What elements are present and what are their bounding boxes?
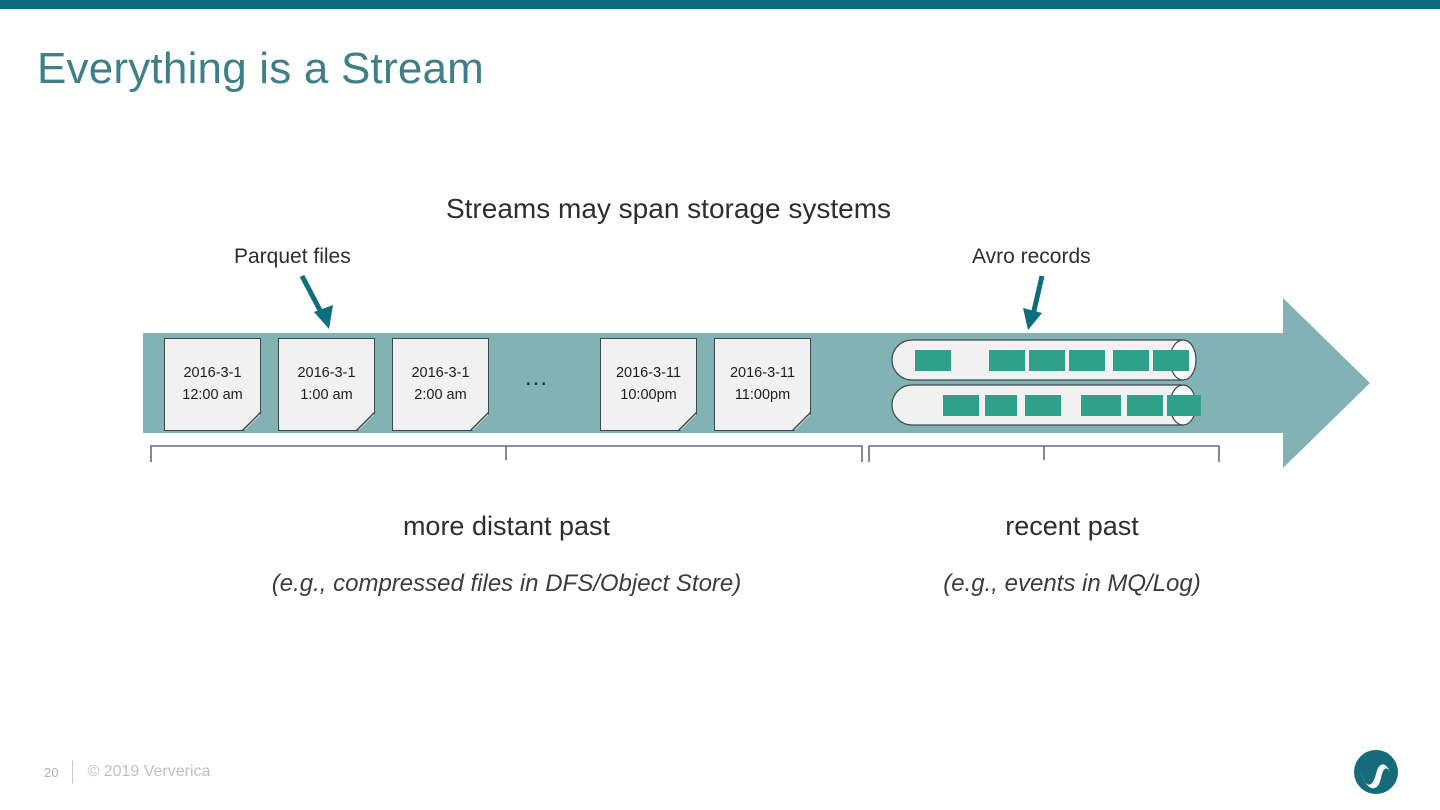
- file-card-time: 1:00 am: [300, 386, 353, 403]
- file-card-time: 11:00pm: [734, 386, 791, 403]
- page-number: 20: [44, 764, 59, 780]
- copyright-text: © 2019 Ververica: [87, 763, 211, 780]
- file-card[interactable]: 2016-3-1 12:00 am: [164, 338, 262, 432]
- footer-divider: [72, 761, 74, 783]
- dogear-icon: [792, 412, 812, 432]
- down-right-arrow-icon: [299, 274, 333, 329]
- file-card-time: 2:00 am: [414, 386, 467, 403]
- file-card[interactable]: 2016-3-11 11:00pm: [714, 338, 812, 432]
- timeline-arrowhead-icon: [1280, 298, 1370, 468]
- file-card-date: 2016-3-1: [183, 365, 242, 382]
- file-card-time: 10:00pm: [620, 386, 677, 403]
- file-card-date: 2016-3-11: [615, 365, 682, 382]
- region-subtitle-recent-past: (e.g., events in MQ/Log): [943, 570, 1201, 597]
- region-title-more-distant-past: more distant past: [402, 511, 611, 541]
- page-title: Everything is a Stream: [37, 44, 485, 93]
- file-card-time: 12:00 am: [182, 386, 243, 403]
- callout-label-parquet: Parquet files: [234, 245, 351, 268]
- region-subtitle-more-distant-past: (e.g., compressed files in DFS/Object St…: [271, 570, 742, 597]
- dogear-icon: [356, 412, 376, 432]
- avro-log-cylinder[interactable]: [891, 339, 1201, 381]
- brace-recent-past: [868, 445, 1220, 462]
- file-card[interactable]: 2016-3-1 2:00 am: [392, 338, 490, 432]
- ververica-logo-icon: [1354, 750, 1398, 794]
- file-card[interactable]: 2016-3-1 1:00 am: [278, 338, 376, 432]
- dogear-icon: [242, 412, 262, 432]
- dogear-icon: [470, 412, 490, 432]
- timeline-ellipsis: ...: [525, 364, 549, 391]
- section-heading: Streams may span storage systems: [445, 193, 892, 224]
- file-card-date: 2016-3-1: [297, 365, 356, 382]
- top-accent-bar: [0, 0, 1440, 9]
- file-card-date: 2016-3-1: [411, 365, 470, 382]
- region-title-recent-past: recent past: [1005, 511, 1139, 541]
- dogear-icon: [678, 412, 698, 432]
- down-arrow-icon: [1023, 275, 1045, 330]
- callout-label-avro: Avro records: [972, 245, 1091, 268]
- file-card[interactable]: 2016-3-11 10:00pm: [600, 338, 698, 432]
- brace-more-distant-past: [150, 445, 863, 462]
- file-card-date: 2016-3-11: [729, 365, 796, 382]
- slide-footer: 20 © 2019 Ververica: [44, 761, 210, 783]
- avro-log-cylinder[interactable]: [891, 384, 1201, 426]
